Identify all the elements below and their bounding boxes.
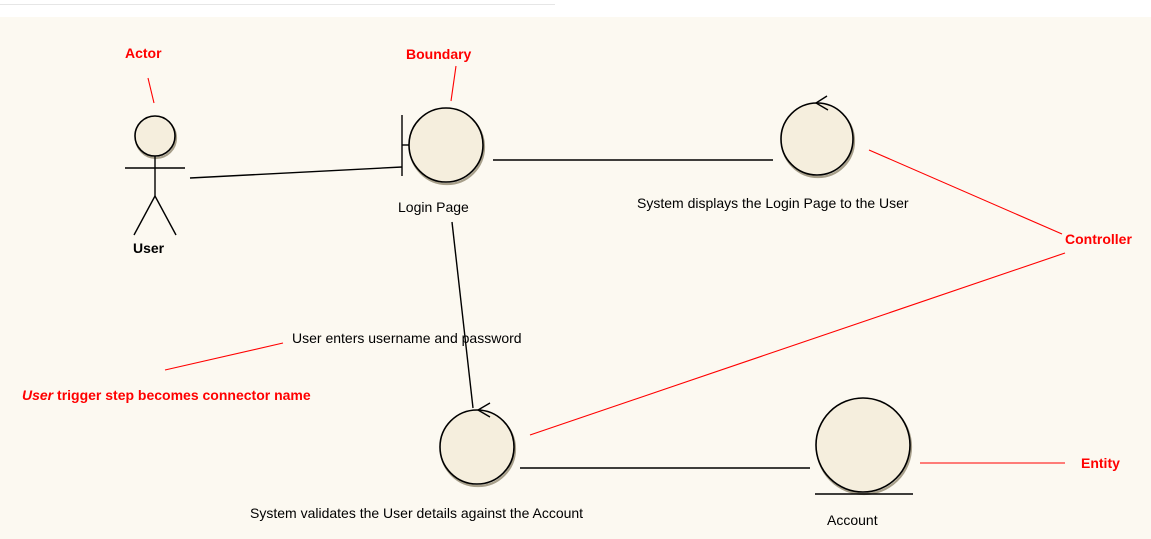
controller-display-name: System displays the Login Page to the Us… <box>637 195 909 211</box>
actor-user[interactable] <box>125 115 185 236</box>
entity-name: Account <box>827 512 878 528</box>
note-line-actor <box>147 77 155 104</box>
annotation-trigger-emphasis: User <box>22 387 54 403</box>
controller-validate-name: System validates the User details agains… <box>250 505 584 521</box>
annotation-actor: Actor <box>125 45 162 61</box>
annotation-entity: Entity <box>1081 455 1120 471</box>
note-line-controller-display <box>868 149 1063 235</box>
controller-display[interactable] <box>780 95 856 179</box>
canvas-background <box>0 17 1151 539</box>
top-divider <box>0 0 555 5</box>
annotation-controller: Controller <box>1065 231 1132 247</box>
note-line-trigger <box>164 342 284 371</box>
annotation-trigger-step: User trigger step becomes connector name <box>22 387 367 403</box>
connector-login-validate[interactable] <box>451 221 474 409</box>
note-line-controller-validate <box>529 252 1066 436</box>
controller-arrowhead <box>814 95 829 111</box>
actor-right-leg <box>154 195 177 236</box>
connector-user-login[interactable] <box>189 166 403 179</box>
connector-name: User enters username and password <box>292 330 522 346</box>
note-line-boundary <box>450 65 457 102</box>
annotation-boundary: Boundary <box>406 46 472 62</box>
controller-validate[interactable] <box>439 402 517 488</box>
controller-arrowhead <box>476 402 491 418</box>
boundary-name: Login Page <box>398 199 469 215</box>
entity-account[interactable] <box>815 397 913 496</box>
actor-name: User <box>133 240 165 256</box>
annotation-trigger-text: trigger step becomes connector name <box>53 387 311 403</box>
boundary-login-page[interactable] <box>401 107 486 186</box>
actor-left-leg <box>133 195 156 236</box>
